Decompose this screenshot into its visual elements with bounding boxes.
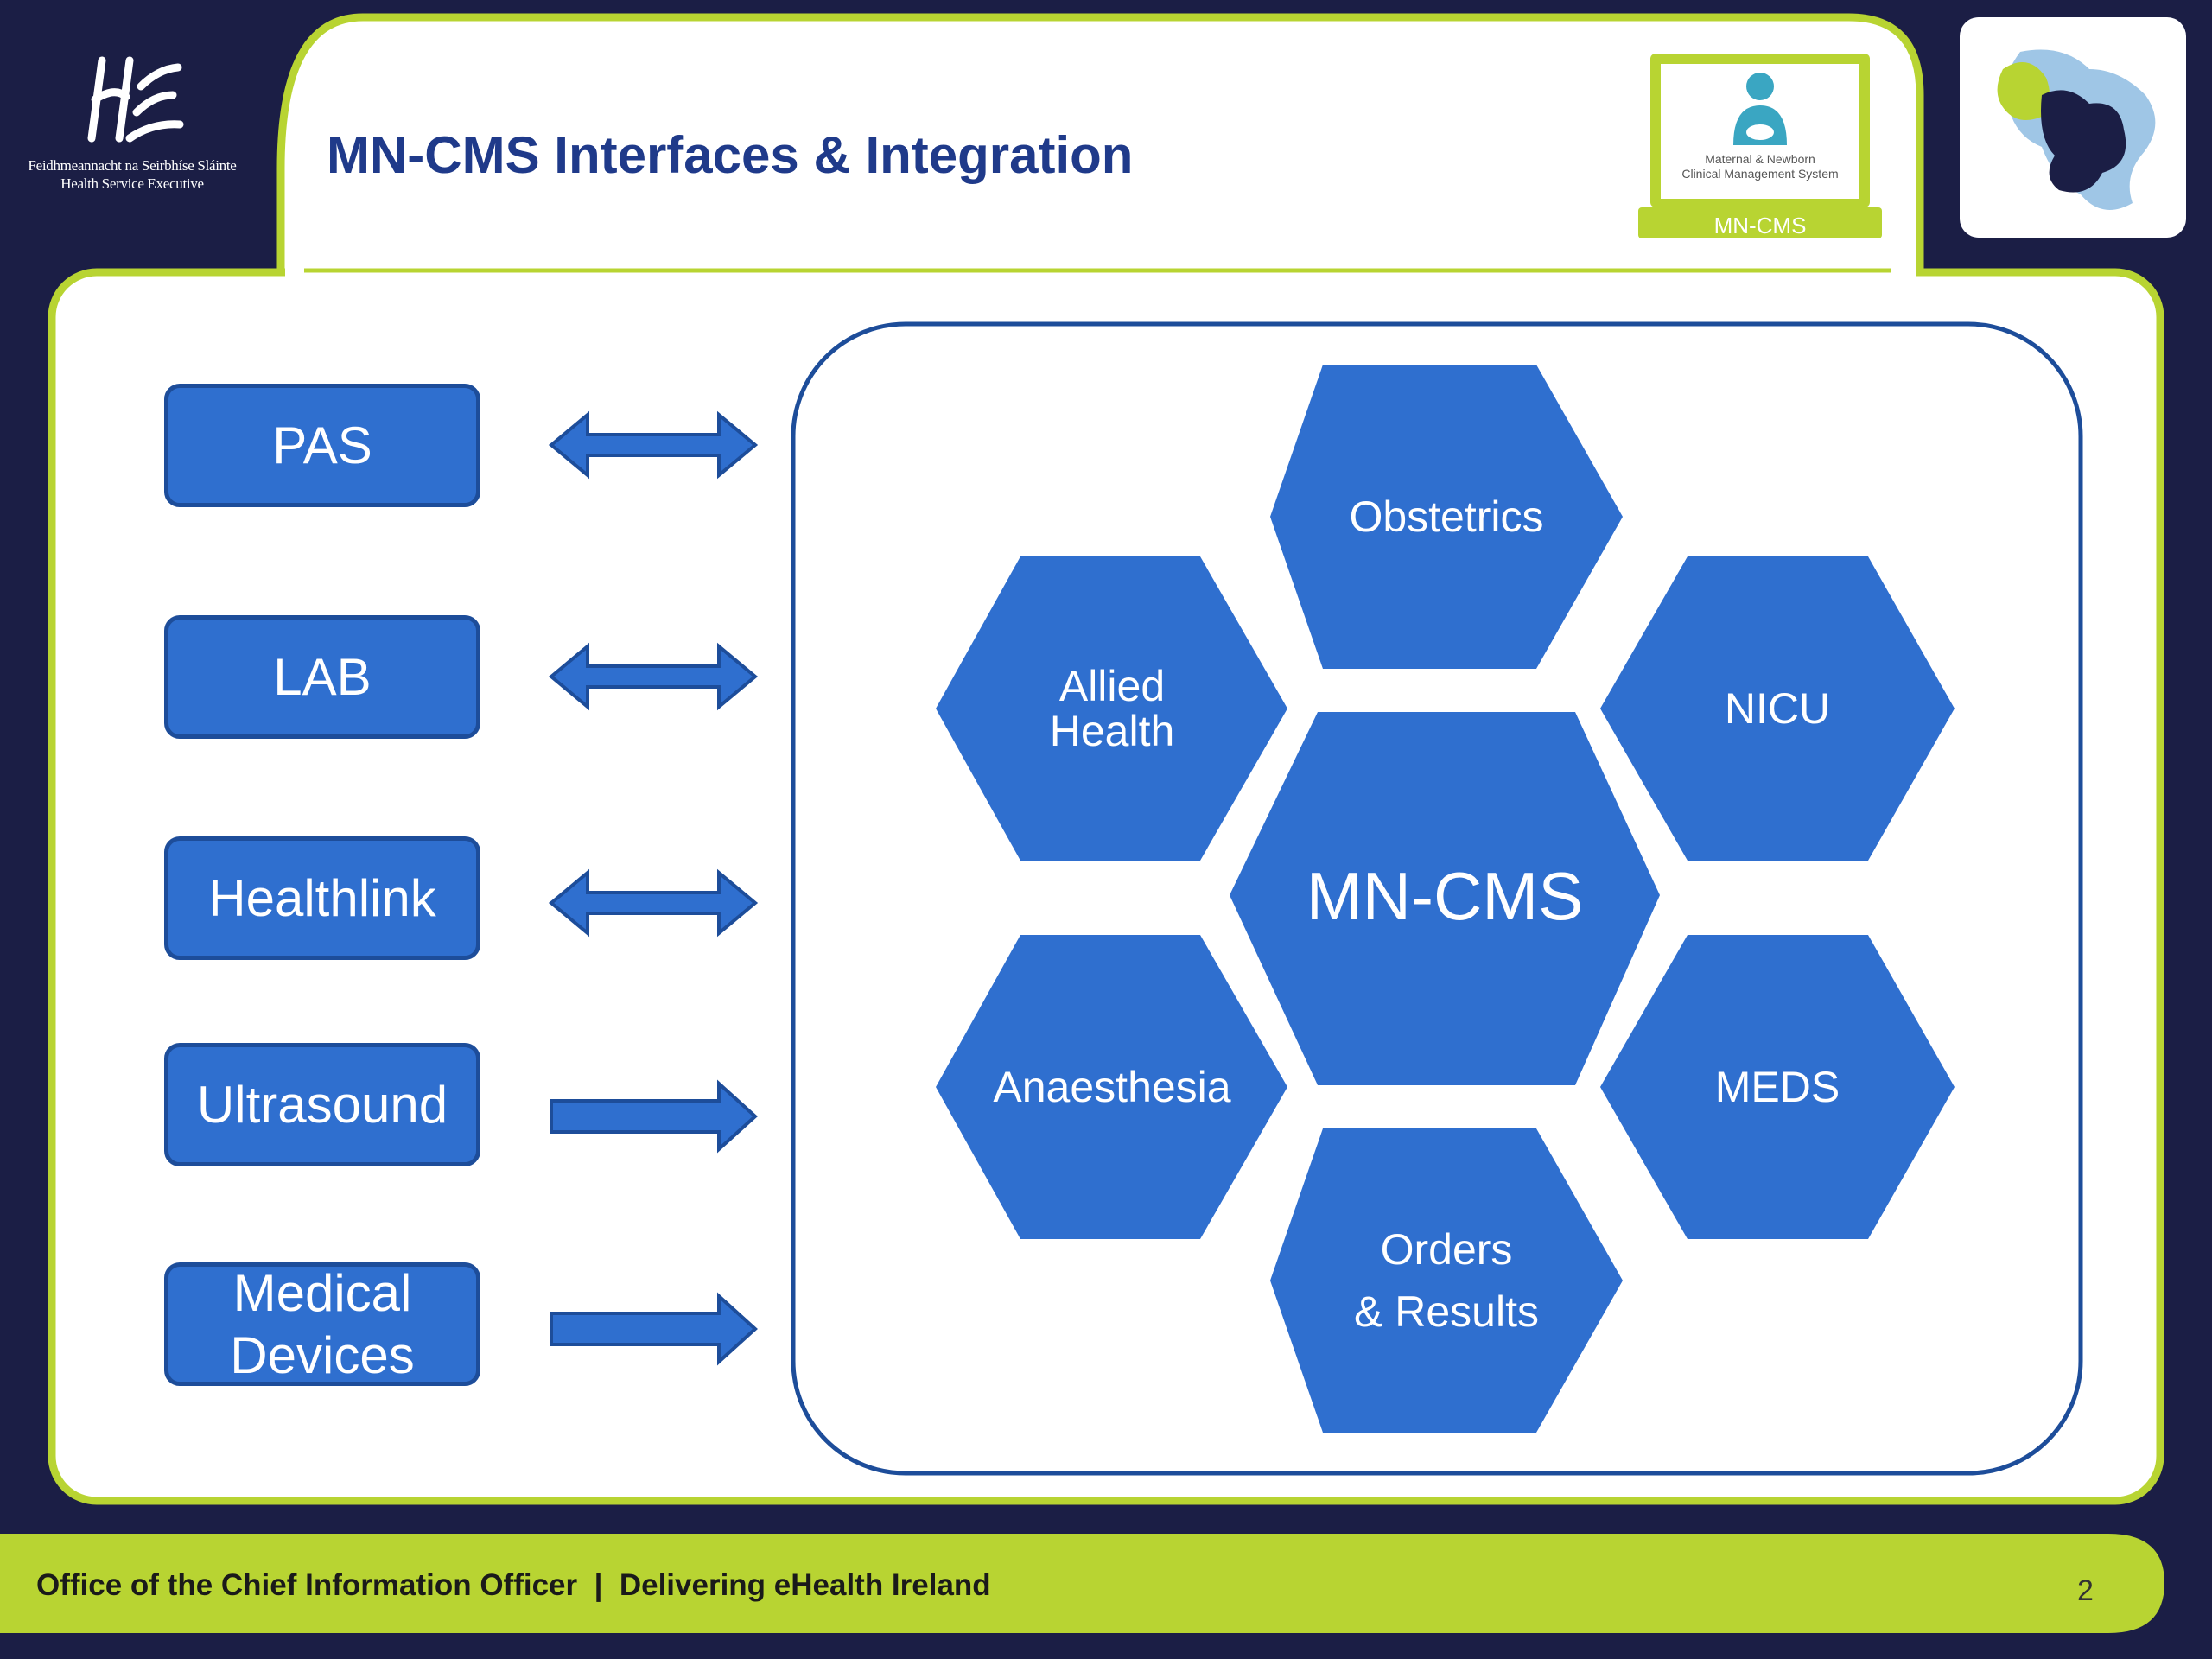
arrow-medical-devices [550, 1292, 758, 1366]
system-box-medical-devices: Medical Devices [164, 1262, 480, 1386]
system-box-lab: LAB [164, 615, 480, 739]
system-box-ultrasound: Ultrasound [164, 1043, 480, 1166]
hexagon-mncms [1230, 712, 1660, 1085]
hexagon-allied-health [936, 556, 1287, 861]
module-label-nicu: NICU [1724, 684, 1831, 733]
arrow-lab [548, 642, 759, 711]
mncms-logo: Maternal & Newborn Clinical Management S… [1638, 50, 1882, 242]
footer-text: Office of the Chief Information Officer … [36, 1568, 991, 1602]
hexagon-orders-results [1270, 1128, 1623, 1433]
hexagon-obstetrics [1270, 365, 1623, 669]
mncms-logo-caption: Maternal & Newborn Clinical Management S… [1681, 152, 1839, 181]
module-label-meds: MEDS [1714, 1063, 1840, 1111]
hse-english-name: Health Service Executive [60, 175, 204, 192]
hexagon-nicu [1600, 556, 1955, 861]
module-label-anaesthesia: Anaesthesia [993, 1063, 1231, 1111]
arrow-pas [548, 410, 759, 480]
laptop-icon [1638, 54, 1882, 238]
hse-irish-name: Feidhmeannacht na Seirbhíse Sláinte [28, 157, 237, 174]
ehealth-logo [1960, 17, 2186, 238]
mncms-logo-label: MN-CMS [1713, 213, 1807, 238]
hse-logo-mark [87, 56, 184, 143]
module-label-obstetrics: Obstetrics [1349, 493, 1544, 541]
page-number: 2 [2077, 1574, 2094, 1607]
hse-logo: Feidhmeannacht na Seirbhíse Sláinte Heal… [16, 52, 249, 207]
hexagon-meds [1600, 935, 1955, 1239]
module-label-allied-health: Allied Health [1049, 662, 1175, 755]
hexagon-anaesthesia [936, 935, 1287, 1239]
medical-devices-line1: Medical [232, 1263, 412, 1322]
module-label-mncms: MN-CMS [1306, 858, 1584, 934]
arrow-healthlink [548, 868, 759, 938]
arrow-ultrasound [550, 1079, 758, 1154]
system-box-pas: PAS [164, 384, 480, 507]
system-box-healthlink: Healthlink [164, 836, 480, 960]
title-panel [276, 13, 1924, 276]
module-label-orders-results: Orders & Results [1354, 1225, 1539, 1336]
slide-title: MN-CMS Interfaces & Integration [327, 126, 1134, 184]
footer-bar [0, 1534, 2164, 1633]
medical-devices-line2: Devices [230, 1325, 415, 1384]
